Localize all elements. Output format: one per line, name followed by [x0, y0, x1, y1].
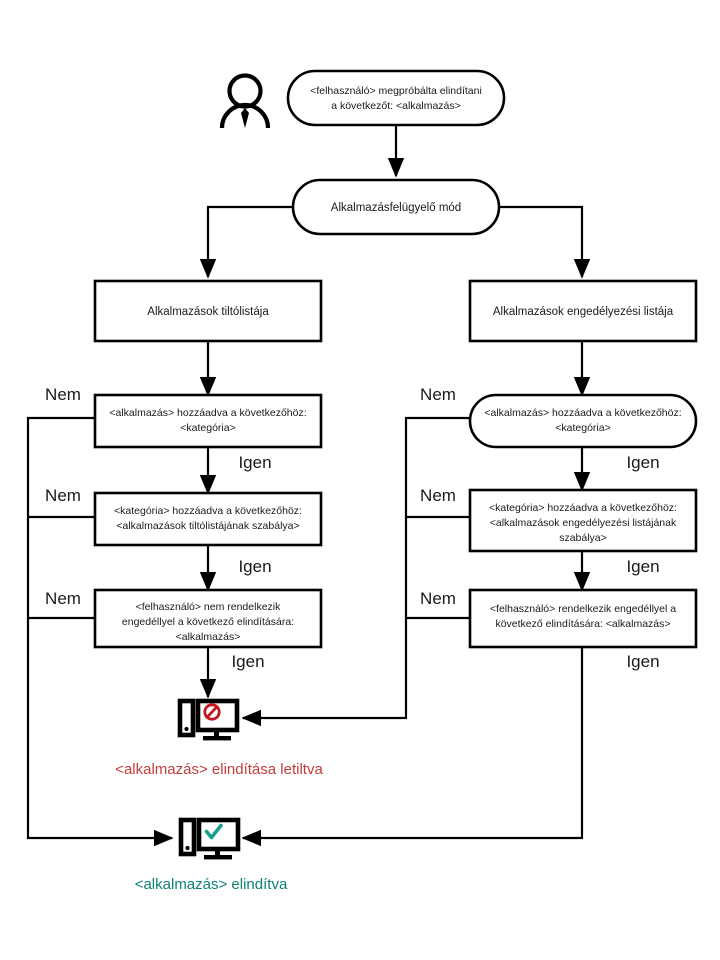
node-start-line1: <felhasználó> megpróbálta elindítani [310, 85, 482, 97]
branch-label-allow-q3-no: Nem [420, 589, 456, 608]
branch-label-deny-q1-no: Nem [45, 385, 81, 404]
node-allow-q2-line1: <kategória> hozzáadva a következőhöz: [489, 502, 677, 514]
monitor-blocked-icon [177, 698, 240, 741]
node-deny-question-rule: <kategória> hozzáadva a következőhöz: <a… [93, 491, 323, 547]
node-allow-q1-line2: <kategória> [555, 422, 610, 434]
node-deny-q3-line1: <felhasználó> nem rendelkezik [136, 601, 282, 613]
person-icon [219, 73, 271, 129]
branch-label-allow-q2-no: Nem [420, 486, 456, 505]
node-allow-q3-line1: <felhasználó> rendelkezik engedéllyel a [490, 603, 676, 615]
node-deny-q2-line1: <kategória> hozzáadva a következőhöz: [114, 505, 302, 517]
node-allow-q3-line2: következő elindítására: <alkalmazás> [495, 618, 670, 630]
node-allowlist: Alkalmazások engedélyezési listája [468, 279, 698, 343]
connector-allow-q3-yes [241, 647, 584, 847]
node-allow-question-permission: <felhasználó> rendelkezik engedéllyel a … [468, 588, 698, 649]
branch-label-allow-q3-yes: Igen [626, 652, 659, 671]
node-deny-question-category: <alkalmazás> hozzáadva a következőhöz: <… [93, 393, 323, 449]
node-denylist-label: Alkalmazások tiltólistája [147, 306, 269, 318]
branch-label-deny-q3-yes: Igen [231, 652, 264, 671]
node-start: <felhasználó> megpróbálta elindítani a k… [286, 69, 506, 127]
node-start-line2: a következőt: <alkalmazás> [331, 100, 461, 112]
node-deny-q2-line2: <alkalmazások tiltólistájának szabálya> [116, 520, 299, 532]
node-app-control-mode: Alkalmazásfelügyelő mód [291, 178, 501, 236]
node-deny-q1-line2: <kategória> [180, 422, 235, 434]
node-deny-q3-line2: engedéllyel a következő elindítására: [122, 616, 294, 628]
node-deny-q3-line3: <alkalmazás> [176, 631, 241, 643]
node-deny-q1-line1: <alkalmazás> hozzáadva a következőhöz: [109, 407, 306, 419]
monitor-allowed-icon [178, 817, 241, 860]
branch-label-allow-q2-yes: Igen [626, 557, 659, 576]
branch-label-deny-q2-no: Nem [45, 486, 81, 505]
node-denylist: Alkalmazások tiltólistája [93, 279, 323, 343]
connector-allow-q1-no [241, 416, 470, 727]
node-allow-q2-line3: szabálya> [559, 532, 607, 544]
node-allowlist-label: Alkalmazások engedélyezési listája [493, 306, 674, 318]
branch-label-deny-q2-yes: Igen [238, 557, 271, 576]
connector-mode-to-allowlist [499, 205, 591, 279]
branch-label-deny-q1-yes: Igen [238, 453, 271, 472]
connector-mode-to-denylist [199, 205, 293, 279]
branch-label-allow-q1-yes: Igen [626, 453, 659, 472]
node-deny-question-permission: <felhasználó> nem rendelkezik engedéllye… [93, 588, 323, 649]
outcome-allowed-label: <alkalmazás> elindítva [135, 876, 288, 893]
node-allow-question-category: <alkalmazás> hozzáadva a következőhöz: <… [468, 393, 698, 449]
outcome-blocked-label: <alkalmazás> elindítása letiltva [115, 761, 323, 778]
branch-label-allow-q1-no: Nem [420, 385, 456, 404]
connector-deny-q1-no [26, 416, 174, 847]
branch-label-deny-q3-no: Nem [45, 589, 81, 608]
node-allow-q1-line1: <alkalmazás> hozzáadva a következőhöz: [484, 407, 681, 419]
node-allow-q2-line2: <alkalmazások engedélyezési listájának [490, 517, 677, 529]
node-mode-label: Alkalmazásfelügyelő mód [331, 202, 461, 214]
node-allow-question-rule: <kategória> hozzáadva a következőhöz: <a… [468, 488, 698, 553]
